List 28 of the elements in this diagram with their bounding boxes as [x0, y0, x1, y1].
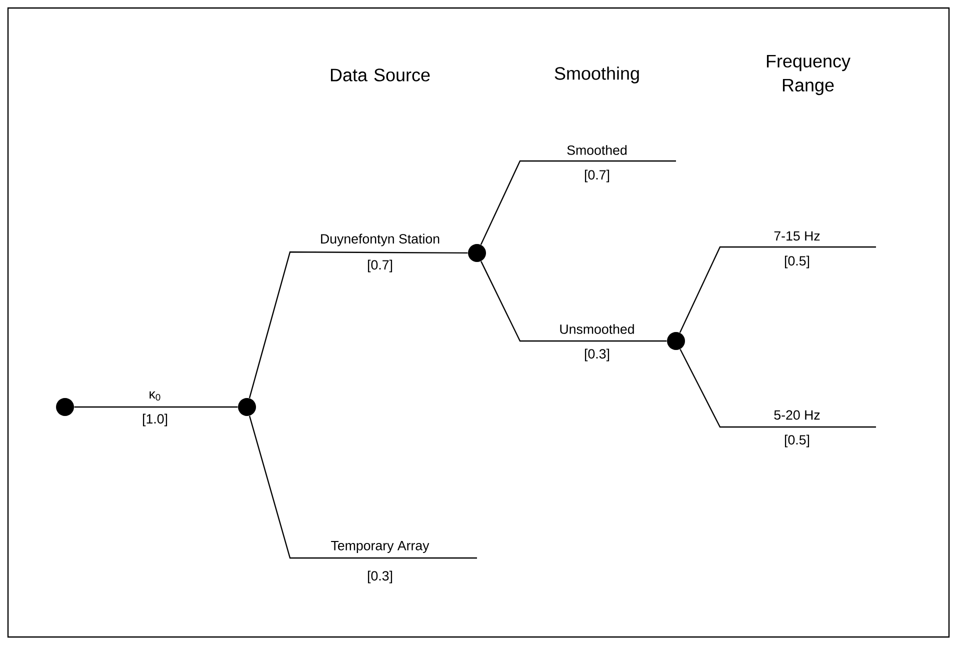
weight-label: [1.0] — [142, 414, 168, 426]
branch-label: Temporary Array — [331, 541, 430, 553]
branch-line — [480, 160, 676, 245]
weight-label: [0.3] — [584, 348, 610, 362]
branch-line — [680, 348, 876, 428]
branch-label: 7-15 Hz — [774, 231, 820, 241]
branch-label: Duynefontyn Station — [321, 234, 440, 246]
branch-dot — [56, 398, 74, 416]
weight-label: [0.7] — [584, 170, 610, 182]
branch-line — [74, 406, 238, 408]
branch-label: Smoothed — [567, 145, 627, 155]
column-heading: Data Source — [330, 68, 430, 82]
column-heading: Frequency Range — [766, 54, 850, 96]
branch-line — [248, 251, 468, 398]
weight-label: [0.3] — [368, 570, 392, 584]
weight-label: [0.5] — [784, 256, 810, 268]
branch-dot — [238, 398, 256, 416]
branch-dot — [468, 244, 486, 262]
branch-label: Unsmoothed — [560, 324, 634, 334]
weight-label: [0.7] — [368, 260, 392, 272]
branch-label: 5-20 Hz — [774, 410, 820, 420]
weight-label: [0.5] — [784, 434, 810, 448]
branch-label: κ$_{0}$ — [150, 391, 160, 401]
column-heading: Smoothing — [554, 66, 639, 84]
branch-dot — [667, 332, 685, 350]
branch-line — [480, 261, 667, 342]
branch-line — [679, 246, 876, 333]
branch-line — [248, 416, 477, 559]
